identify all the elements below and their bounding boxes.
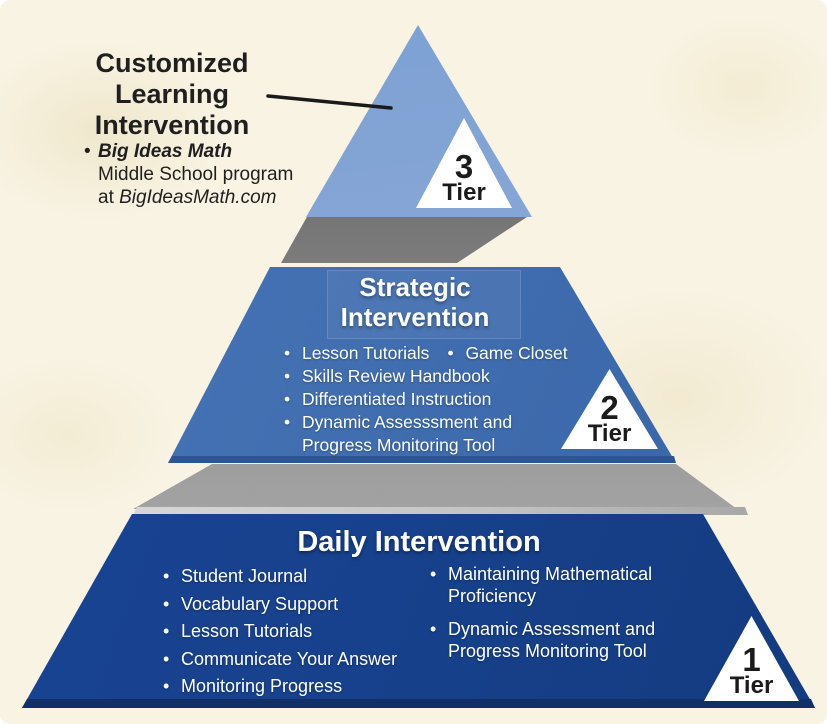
bullet-icon: • — [447, 343, 454, 363]
tier2-item-game-closet: Game Closet — [465, 343, 568, 363]
list-item: • Vocabulary Support — [163, 591, 397, 619]
tier-1-badge-number: 1 — [742, 640, 761, 678]
callout-heading-line2: Learning — [114, 79, 229, 109]
tier1-item-dynamic-line2: Progress Monitoring Tool — [448, 641, 647, 661]
tier1-item-communicate-answer: Communicate Your Answer — [181, 648, 398, 669]
callout-note: • Big Ideas Math Middle School program a… — [84, 140, 293, 209]
bullet-icon: • — [163, 648, 170, 669]
bullet-icon: • — [430, 619, 437, 639]
list-item: • Maintaining Mathematical Proficiency — [430, 563, 655, 607]
tier2-item-dynamic-line2: Progress Monitoring Tool — [302, 435, 496, 455]
tier1-item-vocabulary-support: Vocabulary Support — [181, 593, 339, 614]
bullet-icon: • — [84, 141, 91, 162]
list-item: • Communicate Your Answer — [163, 646, 397, 674]
tier2-item-dynamic-line1: Dynamic Assesssment and — [302, 412, 513, 432]
bullet-icon: • — [163, 621, 170, 641]
list-item: • Dynamic Assessment and Progress Monito… — [430, 618, 655, 662]
tier1-right-bullet-list: • Maintaining Mathematical Proficiency •… — [430, 563, 655, 673]
bullet-icon: • — [284, 366, 291, 386]
bullet-icon: • — [284, 389, 291, 409]
callout-heading-line1: Customized — [95, 48, 249, 78]
tier-2-badge-label: Tier — [587, 420, 632, 447]
note-line2: Middle School program — [98, 164, 294, 185]
bullet-icon: • — [163, 593, 170, 614]
tier-3-badge-label: Tier — [442, 179, 486, 206]
list-item: • Dynamic Assesssment and — [284, 411, 568, 434]
list-item: • Differentiated Instruction — [284, 388, 568, 411]
note-website: BigIdeasMath.com — [119, 187, 277, 208]
bullet-icon: • — [163, 566, 170, 586]
tier1-item-lesson-tutorials: Lesson Tutorials — [181, 621, 313, 641]
list-item: • Skills Review Handbook — [284, 365, 568, 388]
callout-heading-line3: Intervention — [94, 110, 250, 140]
callout-heading: Customized Learning Intervention — [58, 48, 286, 141]
note-program-name: Big Ideas Math — [98, 141, 233, 162]
note-line3-prefix: at — [98, 187, 120, 208]
tier2-bullet-list: • Lesson Tutorials • Game Closet • Skill… — [284, 342, 568, 457]
list-item: • Lesson Tutorials — [163, 618, 397, 646]
tier1-left-bullet-list: • Student Journal • Vocabulary Support •… — [163, 563, 397, 701]
tier-1-badge-label: Tier — [729, 672, 774, 699]
bullet-icon: • — [284, 343, 291, 363]
tier1-item-dynamic-line1: Dynamic Assessment and — [448, 619, 656, 639]
tier-3-badge-number: 3 — [454, 147, 474, 185]
tier1-title: Daily Intervention — [297, 526, 541, 558]
tier2-item-skills-review: Skills Review Handbook — [302, 366, 490, 386]
bullet-icon: • — [163, 676, 170, 696]
list-item: • Lesson Tutorials • Game Closet — [284, 342, 568, 365]
callout-note-text: Big Ideas Math Middle School program at … — [98, 140, 293, 209]
bullet-icon: • — [430, 564, 437, 584]
tier-2-badge-number: 2 — [600, 388, 619, 426]
bullet-icon: • — [284, 412, 291, 432]
tier1-item-student-journal: Student Journal — [181, 566, 308, 586]
tier2-title: Strategic Intervention — [270, 272, 560, 332]
tier1-item-monitoring-progress: Monitoring Progress — [181, 676, 343, 696]
tier2-title-line2: Intervention — [340, 302, 490, 332]
tier2-item-differentiated: Differentiated Instruction — [302, 389, 492, 409]
tier2-title-line1: Strategic — [359, 272, 471, 302]
list-item: • Student Journal — [163, 563, 397, 591]
tier2-title-panel — [327, 270, 521, 339]
tier1-item-maintaining-line1: Maintaining Mathematical — [448, 564, 653, 584]
tier1-item-maintaining-line2: Proficiency — [448, 586, 537, 606]
tier2-item-lesson-tutorials: Lesson Tutorials — [302, 343, 430, 363]
list-item: • Monitoring Progress — [163, 673, 397, 701]
